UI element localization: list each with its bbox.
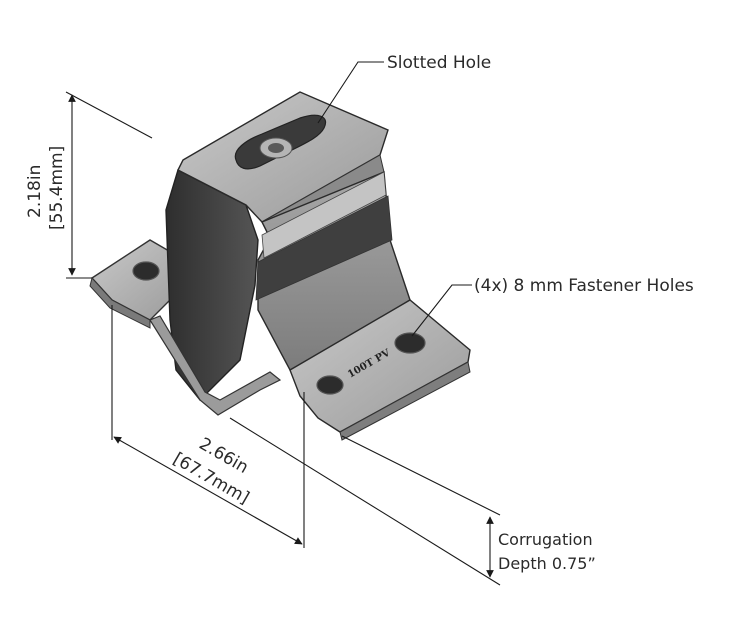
fastener-holes-label: (4x) 8 mm Fastener Holes <box>474 276 694 296</box>
slotted-hole-callout: Slotted Hole <box>317 53 491 124</box>
fastener-holes-callout: (4x) 8 mm Fastener Holes <box>411 276 694 337</box>
corrugation-label-line1: Corrugation <box>498 530 593 549</box>
height-in-label: 2.18in <box>25 165 45 218</box>
corrugation-valley <box>149 315 282 416</box>
corrugation-dimension: Corrugation Depth 0.75” <box>229 417 596 586</box>
corrugation-label-line2: Depth 0.75” <box>498 554 596 573</box>
fastener-hole-right-front <box>316 375 344 395</box>
bracket-body: 100T PV <box>89 91 471 441</box>
fastener-hole-left <box>132 261 160 281</box>
height-dimension: 2.18in [55.4mm] <box>25 91 153 279</box>
slotted-hole-label: Slotted Hole <box>387 53 491 73</box>
fastener-hole-right-back <box>394 332 426 354</box>
height-mm-label: [55.4mm] <box>47 146 67 230</box>
